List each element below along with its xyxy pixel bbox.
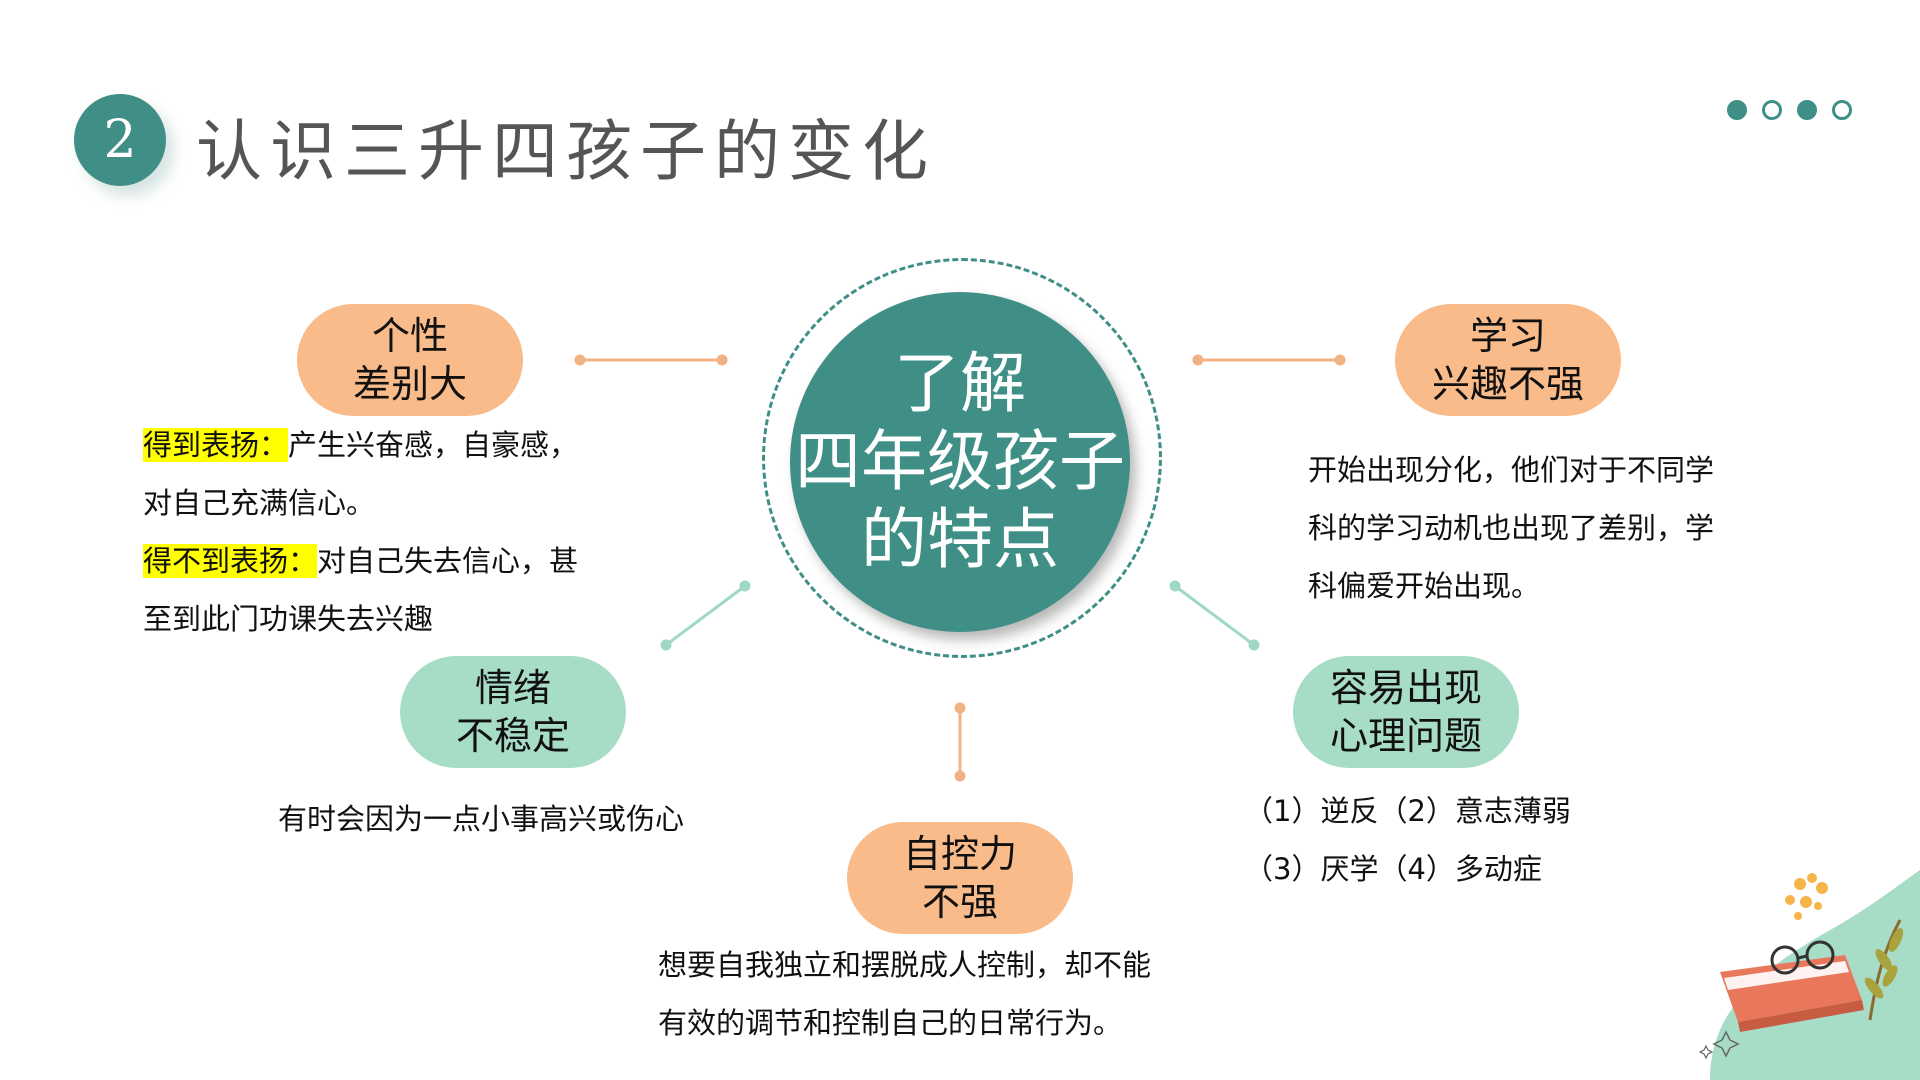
connector-emotion — [660, 580, 751, 651]
praised-text: 产生兴奋感，自豪感， — [288, 428, 579, 462]
pill-self-control-line2: 不强 — [921, 880, 998, 924]
desc-interest-line1: 开始出现分化，他们对于不同学 — [1308, 453, 1715, 487]
pill-personality-line1: 个性 — [371, 314, 448, 358]
page-dot-4[interactable] — [1832, 100, 1852, 120]
desc-psychology-line1: （1）逆反（2）意志薄弱 — [1244, 794, 1571, 828]
connector-self-control — [954, 702, 966, 782]
desc-interest-line2: 科的学习动机也出现了差别，学 — [1308, 511, 1715, 545]
pill-interest-line1: 学习 — [1469, 314, 1546, 358]
praised-text-cont: 对自己充满信心。 — [143, 486, 376, 520]
praised-label: 得到表扬： — [143, 428, 289, 462]
page-title: 认识三升四孩子的变化 — [196, 113, 936, 190]
desc-self-control-line2: 有效的调节和控制自己的日常行为。 — [658, 1006, 1123, 1040]
pill-self-control-line1: 自控力 — [902, 832, 1017, 876]
center-dashed-ring — [762, 258, 1162, 658]
pill-psychology-line2: 心理问题 — [1329, 714, 1482, 758]
center-line-1: 了解 — [894, 345, 1026, 422]
connector-psychology — [1169, 580, 1260, 651]
pill-psychology: 容易出现 心理问题 — [1293, 656, 1519, 768]
center-line-3: 的特点 — [861, 501, 1059, 578]
pill-emotion: 情绪 不稳定 — [400, 656, 626, 768]
section-number-badge: 2 — [74, 94, 166, 186]
pill-emotion-line2: 不稳定 — [455, 714, 570, 758]
pill-personality: 个性 差别大 — [297, 304, 523, 416]
connector-personality — [574, 354, 728, 366]
desc-psychology-line2: （3）厌学（4）多动症 — [1244, 852, 1542, 886]
connector-interest — [1192, 354, 1346, 366]
desc-interest: 开始出现分化，他们对于不同学 科的学习动机也出现了差别，学 科偏爱开始出现。 — [1308, 441, 1828, 615]
book-glasses-plant-icon — [1698, 870, 1920, 1080]
not-praised-label: 得不到表扬： — [143, 544, 318, 578]
desc-self-control-line1: 想要自我独立和摆脱成人控制，却不能 — [658, 948, 1152, 982]
not-praised-text: 对自己失去信心，甚 — [317, 544, 579, 578]
pill-emotion-line1: 情绪 — [474, 666, 551, 710]
desc-emotion: 有时会因为一点小事高兴或伤心 — [278, 802, 685, 836]
center-topic-circle: 了解 四年级孩子 的特点 — [790, 292, 1130, 632]
center-line-2: 四年级孩子 — [795, 423, 1125, 500]
pill-interest-line2: 兴趣不强 — [1431, 362, 1584, 406]
page-dot-1[interactable] — [1727, 100, 1747, 120]
page-dot-2[interactable] — [1762, 100, 1782, 120]
desc-psychology: （1）逆反（2）意志薄弱 （3）厌学（4）多动症 — [1244, 782, 1571, 898]
pill-self-control: 自控力 不强 — [847, 822, 1073, 934]
pill-psychology-line1: 容易出现 — [1329, 666, 1482, 710]
not-praised-text-cont: 至到此门功课失去兴趣 — [143, 602, 434, 636]
desc-self-control: 想要自我独立和摆脱成人控制，却不能 有效的调节和控制自己的日常行为。 — [658, 936, 1151, 1052]
pill-personality-line2: 差别大 — [352, 362, 467, 406]
pill-interest: 学习 兴趣不强 — [1395, 304, 1621, 416]
desc-personality: 得到表扬：产生兴奋感，自豪感， 对自己充满信心。 得不到表扬：对自己失去信心，甚… — [143, 416, 703, 648]
page-dot-3[interactable] — [1797, 100, 1817, 120]
desc-interest-line3: 科偏爱开始出现。 — [1308, 569, 1541, 603]
pagination-dots — [1727, 100, 1852, 120]
